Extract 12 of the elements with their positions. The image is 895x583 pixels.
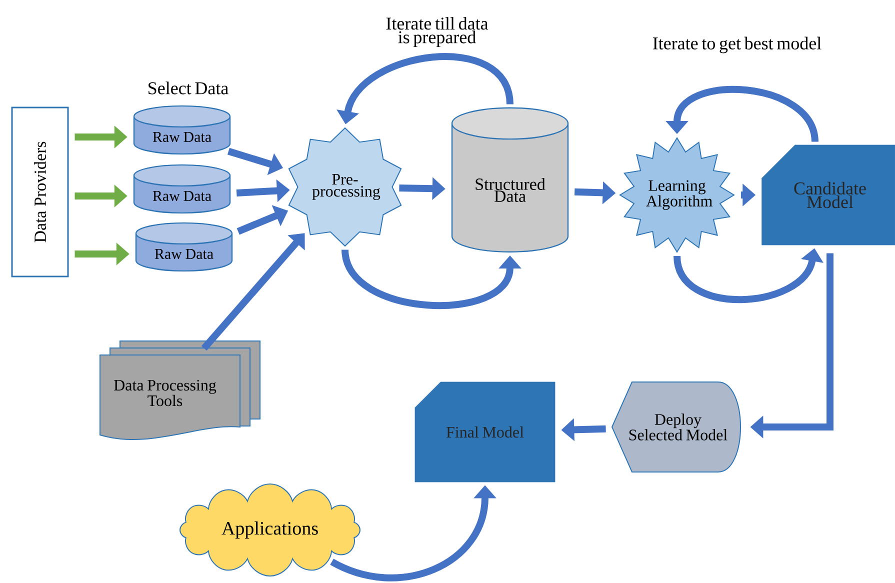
database-cylinder: Structured Data — [451, 107, 569, 252]
model-card: Final Model — [414, 382, 556, 482]
provider-box: Data Providers — [11, 106, 69, 278]
annotation: Iterate till data is prepared — [386, 17, 488, 47]
model-card: Candidate Model — [762, 144, 895, 246]
annotation: Select Data — [148, 82, 228, 94]
database-cylinder: Raw Data — [133, 105, 231, 155]
database-cylinder: Raw Data — [133, 164, 231, 214]
arrow — [201, 233, 305, 351]
document-stack: Data Processing Tools — [100, 340, 260, 440]
database-cylinder: Raw Data — [135, 222, 233, 272]
annotation: Iterate to get best model — [653, 36, 822, 54]
